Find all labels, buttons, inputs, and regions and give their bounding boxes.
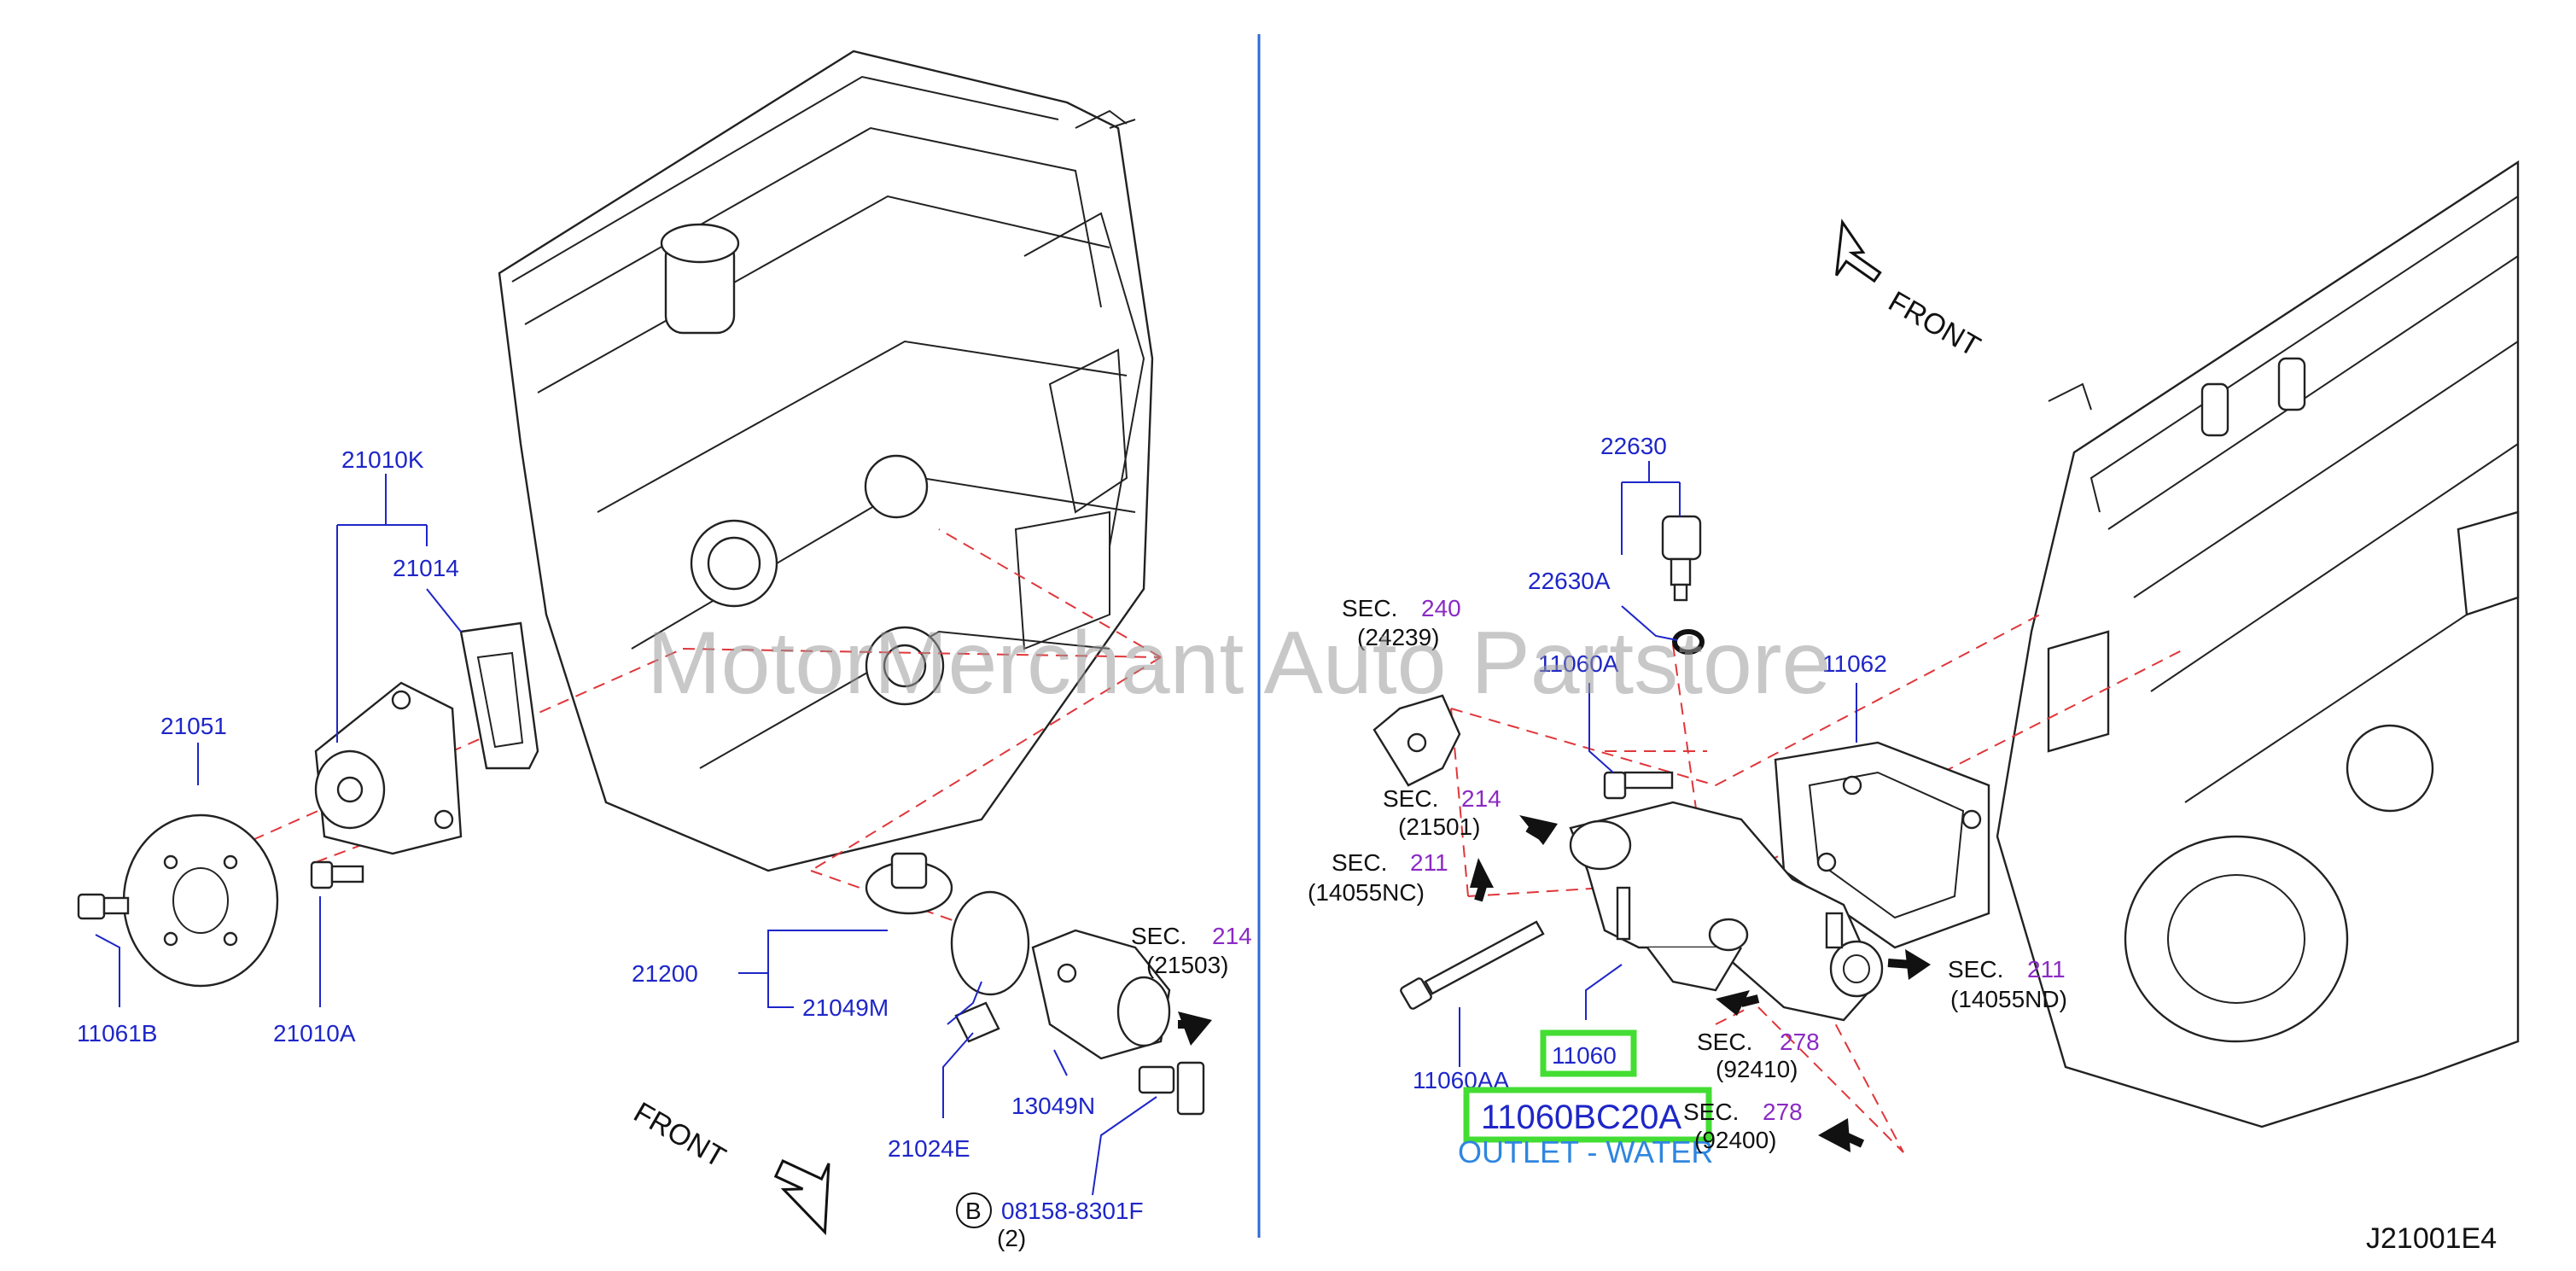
label-11060A: 11060A [1538,650,1619,677]
right-sec211a-sec: SEC. [1332,849,1387,876]
left-leader-lines [95,474,1157,1196]
label-11060: 11060 [1552,1042,1617,1069]
right-sec278b-sec: SEC. [1683,1099,1739,1125]
long-bolt-illustration [1400,920,1545,1010]
label-21200: 21200 [632,960,698,987]
highlighted-part-description: OUTLET - WATER [1458,1134,1713,1169]
diagram-id: J21001E4 [2366,1222,2497,1255]
label-21024E: 21024E [888,1135,970,1162]
right-sec278a-sec: SEC. [1697,1029,1752,1055]
right-sec278a-code: (92410) [1716,1056,1798,1082]
right-sec211b-ref: SEC. 211 (14055ND) [1948,956,2067,1012]
label-21014: 21014 [393,555,459,581]
label-21051: 21051 [160,713,227,739]
left-front-label: FRONT [628,1096,731,1174]
right-sec214-sec: SEC. [1383,785,1438,812]
hose-clip-illustration [954,1001,1000,1043]
label-22630: 22630 [1600,433,1667,459]
right-front-label: FRONT [1883,285,1985,363]
thermostat-illustration [865,852,953,915]
right-sec214-num: 214 [1461,785,1501,812]
right-flow-arrows [1470,815,1931,1152]
right-sec211a-code: (14055NC) [1308,879,1425,906]
inlet-bolt-illustration [1138,1061,1205,1116]
left-sec214-code: (21503) [1146,952,1229,978]
label-21010A: 21010A [273,1020,356,1047]
right-sec211b-num: 211 [2027,956,2066,982]
label-08158-qty: (2) [997,1225,1026,1251]
right-sec278b-ref: SEC. 278 (92400) [1683,1099,1803,1153]
right-sec278b-code: (92400) [1694,1127,1777,1153]
water-inlet-illustration [1031,929,1171,1060]
right-engine-block-illustration [1996,160,2520,1128]
bolt-marker-letter: B [965,1198,982,1224]
right-sec278a-num: 278 [1780,1029,1820,1055]
highlight-box-part-number[interactable] [1463,1087,1712,1143]
right-sec214-code: (21501) [1398,813,1481,840]
left-sec214-ref: SEC. 214 (21503) [1131,923,1252,978]
right-sec211a-num: 211 [1410,849,1448,876]
watermark-text: MotorMerchant Auto Partstore [647,614,1831,713]
right-front-arrow-icon [1835,219,1882,283]
label-13049N: 13049N [1011,1093,1095,1119]
sensor-o-ring-illustration [1672,629,1705,655]
highlighted-part-number[interactable]: 11060BC20A [1481,1099,1681,1136]
label-21010K: 21010K [341,446,424,473]
left-front-arrow-icon [773,1158,830,1236]
water-pump-pulley-illustration [122,813,279,988]
bolt-marker-circle [956,1192,992,1228]
thermostat-gasket-illustration [950,890,1030,996]
left-engine-block-illustration [498,50,1154,872]
water-pump-illustration [314,681,463,855]
label-11061B: 11061B [77,1020,157,1047]
highlight-box-11060 [1540,1029,1637,1077]
right-sec278a-ref: SEC. 278 (92410) [1697,1029,1820,1082]
label-11062: 11062 [1822,650,1887,677]
water-pump-bolt-illustration [310,860,364,889]
right-leader-lines [1459,461,1857,1067]
label-22630A: 22630A [1528,568,1611,594]
bracket-illustration [1373,694,1461,787]
right-sec278b-num: 278 [1763,1099,1803,1125]
temperature-sensor-illustration [1661,515,1702,602]
right-sec240-code: (24239) [1357,624,1440,650]
left-sec214-sec: SEC. [1131,923,1186,949]
right-sec240-sec: SEC. [1342,595,1397,621]
label-21049M: 21049M [802,994,889,1021]
water-pump-gasket-illustration [459,621,539,770]
label-08158-8301F: 08158-8301F [1001,1198,1144,1224]
right-sec211a-ref: SEC. 211 (14055NC) [1308,849,1448,906]
housing-bolt-illustration [1603,771,1674,800]
right-sec211b-code: (14055ND) [1950,986,2067,1012]
right-sec214-ref: SEC. 214 (21501) [1383,785,1501,840]
water-outlet-housing-illustration [1569,801,1884,1022]
left-sec214-num: 214 [1212,923,1252,949]
right-sec240-ref: SEC. 240 (24239) [1342,595,1461,650]
right-sec240-num: 240 [1421,595,1461,621]
right-sec211b-sec: SEC. [1948,956,2003,982]
pulley-bolt-illustration [77,893,130,920]
